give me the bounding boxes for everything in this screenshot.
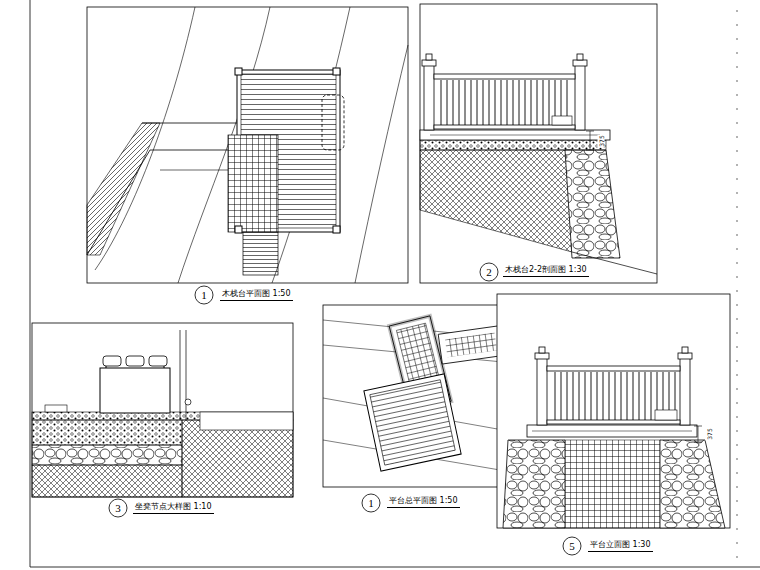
- drawing-title: 坐凳节点大样图 1:10: [133, 502, 214, 514]
- callout-number: 3: [108, 501, 128, 515]
- drawing-title: 平台总平面图 1:50: [387, 496, 460, 508]
- callout-number: 2: [479, 265, 499, 279]
- drawing-title: 平台立面图 1:30: [588, 540, 653, 552]
- drawing-title: 木栈台平面图 1:50: [220, 289, 293, 301]
- callout-number: 5: [562, 539, 582, 553]
- dimension: 375: [706, 427, 713, 440]
- drawing-title: 木栈台2-2剖面图 1:30: [503, 265, 589, 277]
- callout-number: 1: [194, 288, 214, 302]
- callout-number: 1: [361, 496, 381, 510]
- dimension: 375: [598, 134, 605, 147]
